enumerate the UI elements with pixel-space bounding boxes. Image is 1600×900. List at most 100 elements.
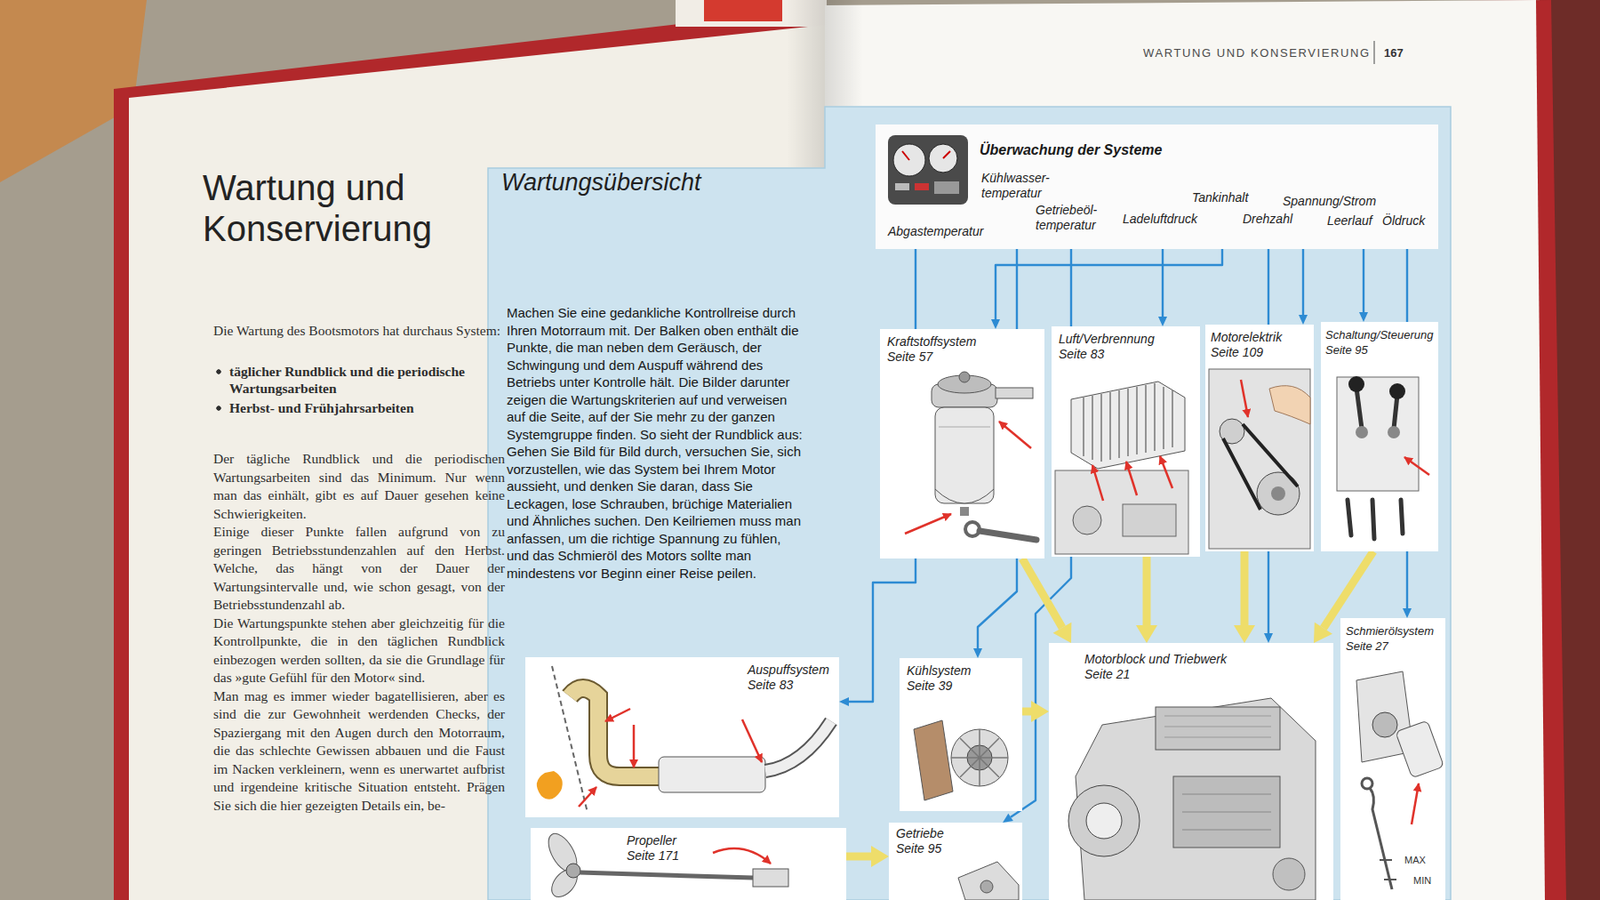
control-lever-drawing-part — [1404, 456, 1430, 475]
gauge-panel-icon-part — [888, 135, 968, 205]
system-name: Luft/Verbrennung — [1058, 331, 1155, 347]
dipstick-mark: MIN — [1413, 874, 1432, 886]
propeller-drawing-part — [566, 863, 581, 878]
gauge-label: Ladeluftdruck — [1122, 211, 1198, 227]
gauge-panel-icon-part — [934, 181, 960, 194]
fuel-filter-drawing-part — [938, 426, 991, 428]
text-holder: Tankinhalt — [1192, 190, 1248, 206]
gauge-panel-icon-part — [914, 183, 929, 191]
system-box: PropellerSeite 171 — [530, 827, 847, 900]
engine-block-drawing-part — [1086, 802, 1122, 839]
lube-oil-drawing-part — [1369, 787, 1392, 889]
flow-arrow — [1323, 551, 1374, 628]
control-lever-drawing-part — [1393, 394, 1398, 429]
label-group: AuspuffsystemSeite 83 — [747, 662, 836, 693]
system-box: MotorelektrikSeite 109 — [1205, 324, 1314, 552]
page-reference: Seite 39 — [906, 678, 952, 694]
lube-oil-drawing-part — [1372, 712, 1398, 737]
system-name: Motorblock und Triebwerk — [1084, 651, 1227, 667]
system-name: Schmierölsystem — [1345, 623, 1434, 639]
system-name: Schaltung/Steuerung — [1325, 327, 1433, 343]
lube-oil-drawing-part — [1395, 720, 1445, 778]
exhaust-drawing-part — [569, 688, 661, 776]
text-holder: Spannung/Strom — [1282, 193, 1376, 209]
text-holder: Machen Sie eine gedankliche Kontrollreis… — [506, 304, 805, 582]
text-column: Die Wartung des Bootsmotors hat durchaus… — [213, 321, 505, 815]
engine-block-drawing — [1048, 642, 1334, 900]
intro-text: Die Wartung des Bootsmotors hat durchaus… — [213, 321, 505, 340]
control-lever-drawing-part — [1355, 425, 1368, 439]
monitoring-arrow — [1362, 248, 1365, 312]
exhaust-drawing-part — [742, 719, 762, 762]
exhaust-drawing-part — [632, 724, 636, 768]
text-holder: Ladeluftdruck — [1122, 211, 1198, 227]
overview-panel: WartungsübersichtMachen Sie eine gedankl… — [488, 106, 1451, 900]
body-paragraph: Man mag es immer wieder bagatellisieren,… — [213, 687, 505, 816]
monitoring-arrow — [995, 248, 1223, 320]
label-group: MotorelektrikSeite 109 — [1210, 329, 1311, 360]
fuel-filter-drawing-part — [960, 506, 969, 516]
gauge-label: Drehzahl — [1242, 211, 1293, 227]
exhaust-drawing-part — [536, 770, 563, 800]
control-lever-drawing-part — [1348, 376, 1365, 392]
panel-body-text: Machen Sie eine gedankliche Kontrollreis… — [506, 304, 805, 582]
photo-background-part — [824, 0, 1545, 900]
body-paragraph: Die Wartungspunkte stehen aber gleichzei… — [213, 614, 505, 688]
label-group: SchmierölsystemSeite 27 — [1345, 623, 1442, 654]
fuel-filter-drawing-part — [965, 521, 980, 536]
air-filter-drawing-part — [1092, 464, 1104, 501]
engine-block-drawing-part — [1272, 857, 1305, 890]
photo-background-part — [113, 0, 1567, 900]
text-holder: Überwachung der Systeme — [979, 142, 1162, 159]
text-holder: Wartungsübersicht — [501, 168, 702, 197]
panel-heading: Wartungsübersicht — [501, 168, 702, 197]
label-holder: MAX — [1404, 854, 1426, 865]
system-box: KühlsystemSeite 39 — [899, 657, 1023, 811]
fuel-filter-drawing-part — [904, 513, 952, 534]
gauge-label: Getriebeöl- temperatur — [1035, 202, 1118, 233]
flow-arrow — [1022, 707, 1032, 716]
exhaust-drawing-part — [765, 720, 832, 771]
water-pump-drawing-part — [913, 720, 953, 800]
bullet-item: Herbst- und Frühjahrsarbeiten — [213, 399, 505, 416]
running-header: WARTUNG UND KONSERVIERUNG — [1143, 46, 1371, 60]
system-name: Kühlsystem — [906, 663, 971, 679]
page-reference: Seite 83 — [1058, 346, 1104, 362]
label-group: GetriebeSeite 95 — [896, 825, 1019, 856]
system-box: KraftstoffsystemSeite 57 — [880, 328, 1045, 559]
bullet-item: täglicher Rundblick und die periodische … — [213, 362, 505, 397]
lube-oil-drawing — [1340, 617, 1446, 900]
air-filter-drawing-part — [1083, 383, 1173, 462]
control-lever-drawing-part — [1387, 425, 1400, 439]
monitoring-arrow — [1302, 248, 1304, 315]
propeller-drawing-part — [579, 872, 753, 878]
panel-fill — [488, 106, 1451, 900]
alternator-belt-drawing-part — [1269, 385, 1311, 424]
engine-block-drawing-part — [1173, 776, 1280, 848]
gauge-label: Spannung/Strom — [1282, 193, 1376, 209]
propeller-drawing-part — [752, 868, 789, 887]
exhaust-drawing-part — [765, 720, 832, 771]
control-lever-drawing-part — [1356, 387, 1362, 429]
monitoring-bar: Überwachung der SystemeAbgastemperaturKü… — [875, 124, 1439, 249]
flow-arrow — [1022, 558, 1063, 628]
water-pump-drawing-part — [951, 728, 1008, 786]
alternator-belt-drawing-part — [1240, 379, 1248, 417]
exhaust-drawing-part — [658, 756, 766, 792]
bar-heading: Überwachung der Systeme — [979, 142, 1162, 159]
page-reference: Seite 95 — [896, 840, 942, 856]
engine-block-drawing-part — [1182, 793, 1272, 830]
engine-block-drawing-part — [1068, 784, 1140, 856]
text-holder: Leerlauf — [1327, 213, 1373, 229]
gauge-label: Leerlauf — [1327, 213, 1373, 229]
label-group: Luft/VerbrennungSeite 83 — [1058, 331, 1197, 362]
text-holder: Abgastemperatur — [888, 224, 984, 240]
control-lever-drawing-part — [1347, 499, 1403, 539]
label-group: KühlsystemSeite 39 — [906, 663, 1019, 694]
gauge-panel-icon-part — [895, 183, 910, 191]
photo-background-part — [128, 24, 825, 900]
lube-oil-drawing-part — [1379, 859, 1397, 880]
air-filter-drawing-part — [1055, 470, 1189, 554]
alternator-belt-drawing-part — [1271, 486, 1286, 501]
